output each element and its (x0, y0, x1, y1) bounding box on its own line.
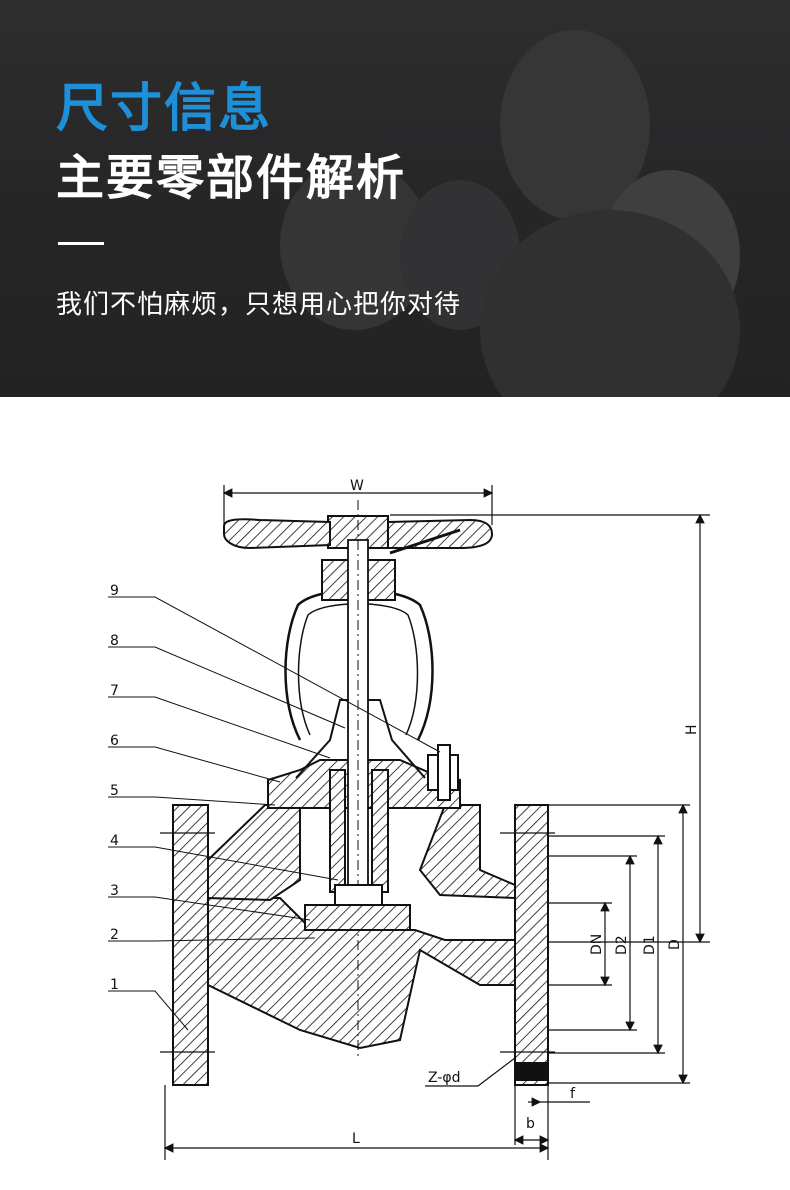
header-banner: 尺寸信息 主要零部件解析 我们不怕麻烦，只想用心把你对待 (0, 0, 790, 397)
dim-label-dn: DN (589, 934, 605, 955)
dimension-lines (160, 485, 710, 1160)
title-secondary: 主要零部件解析 (56, 150, 407, 206)
part-label-3: 3 (110, 883, 119, 899)
dim-label-bolt-holes: Z-φd (428, 1070, 461, 1086)
dim-label-l: L (352, 1131, 360, 1147)
part-label-5: 5 (110, 783, 119, 799)
title-divider (58, 242, 104, 245)
part-label-9: 9 (110, 583, 119, 599)
dim-label-f: f (570, 1086, 576, 1102)
valve-cross-section-drawing: 9 8 7 6 5 4 3 2 1 W H DN D2 D1 D Z-φd f … (108, 478, 710, 1160)
dim-label-d: D (667, 939, 683, 950)
title-primary: 尺寸信息 (56, 79, 273, 139)
part-label-8: 8 (110, 633, 119, 649)
leader-lines (108, 596, 441, 1031)
part-label-1: 1 (110, 977, 119, 993)
part-number-labels: 9 8 7 6 5 4 3 2 1 (110, 583, 119, 993)
subtitle: 我们不怕麻烦，只想用心把你对待 (56, 290, 462, 320)
part-label-4: 4 (110, 833, 119, 849)
dim-label-w: W (350, 478, 364, 494)
dim-label-h: H (684, 724, 700, 735)
dim-label-d2: D2 (614, 935, 630, 955)
part-label-2: 2 (110, 927, 119, 943)
part-label-6: 6 (110, 733, 119, 749)
dim-label-d1: D1 (642, 935, 658, 955)
dimension-labels: W H DN D2 D1 D Z-φd f b L (350, 478, 700, 1147)
banner-overlay (0, 0, 790, 397)
valve-body (172, 500, 549, 1086)
background-photo-shape (480, 210, 740, 397)
dim-label-b: b (526, 1116, 535, 1132)
part-label-7: 7 (110, 683, 119, 699)
